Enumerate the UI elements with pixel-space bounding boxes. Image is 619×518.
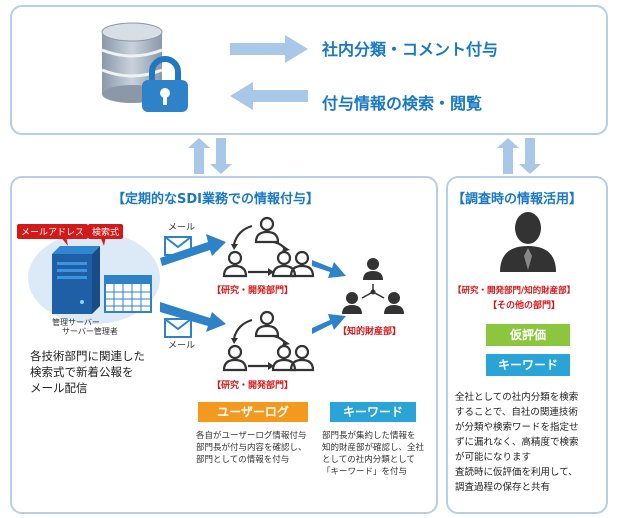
group-top-label: 【研究・開発部門】 xyxy=(212,286,294,296)
user-log-desc-line: 部門としての情報を付与 xyxy=(196,455,290,465)
right-dept-line-1: 【研究・開発部門/知的財産部】 xyxy=(453,286,576,296)
user-icon xyxy=(222,344,248,372)
right-description: 全社としての社内分類を検索 することで、自社の関連技術 が分類や検索ワードを指定… xyxy=(455,390,579,495)
user-log-desc-line: 各自がユーザーログ情報付与 xyxy=(196,431,307,441)
keyword-badge-right: キーワード xyxy=(486,354,570,376)
right-panel-title: 【調査時の情報活用】 xyxy=(452,192,583,207)
lock-icon xyxy=(142,56,188,112)
right-desc-line: 全社としての社内分類を検索 xyxy=(455,392,579,403)
user-icon xyxy=(271,250,297,278)
server-icon xyxy=(52,246,100,314)
user-log-desc-line: 部門長が付与内容を確認し、 xyxy=(196,443,307,453)
user-icon xyxy=(289,344,315,372)
right-desc-line: が分類や検索ワードを指定せ xyxy=(455,422,579,433)
user-log-badge: ユーザーログ xyxy=(198,402,308,422)
user-icon xyxy=(342,292,362,314)
keyword-badge-left: キーワード xyxy=(330,402,416,422)
keyword-desc-line: 「キーワード」を付与 xyxy=(322,467,408,477)
ip-dept-label: 【知的財産部】 xyxy=(338,327,402,337)
connector-arrow-right xyxy=(497,138,541,174)
flow-out-label: 社内分類・コメント付与 xyxy=(322,40,499,59)
tag-email-address: メールアドレス xyxy=(17,224,89,239)
mail-arrow-bottom xyxy=(160,302,226,332)
mail-arrow-top xyxy=(160,234,226,266)
user-log-description: 各自がユーザーログ情報付与 部門長が付与内容を確認し、 部門としての情報を付与 xyxy=(196,430,307,466)
right-desc-line: することで、自社の関連技術 xyxy=(455,407,578,418)
group-bottom-label: 【研究・開発部門】 xyxy=(212,381,294,391)
keyword-desc-line: 部門長が集約した情報を xyxy=(322,431,416,441)
server-label-1: 管理サーバー xyxy=(52,318,100,327)
arrow-to-ip-top xyxy=(312,260,346,278)
server-description: 各技術部門に関連した 検索式で新着公報を メール配信 xyxy=(30,348,145,396)
user-icon xyxy=(222,250,248,278)
user-icon xyxy=(289,250,315,278)
user-cycle-bottom xyxy=(222,310,315,372)
right-desc-line: 調査過程の保存と共有 xyxy=(455,482,551,493)
keyword-description: 部門長が集約した情報を 知的財産部が確認し、全社 としての社内分類として 「キー… xyxy=(322,430,424,478)
mail-label-bottom: メール xyxy=(168,341,196,351)
flow-in-label: 付与情報の検索・閲覧 xyxy=(322,94,483,113)
user-icon xyxy=(363,258,383,280)
user-icon xyxy=(254,310,280,338)
flow-out-arrow xyxy=(230,35,308,63)
arrow-to-ip-bottom xyxy=(312,314,346,334)
user-cycle-top xyxy=(222,216,315,278)
server-description-line: 各技術部門に関連した xyxy=(30,349,145,363)
user-icon xyxy=(254,216,280,244)
mail-label-top: メール xyxy=(168,223,196,233)
ip-dept-icon xyxy=(342,258,404,314)
flow-in-arrow xyxy=(230,82,308,110)
provisional-eval-badge: 仮評価 xyxy=(486,324,570,346)
server-description-line: メール配信 xyxy=(30,381,88,395)
right-desc-line: が可能になります xyxy=(455,452,532,463)
user-icon xyxy=(500,212,556,272)
right-dept-line-2: 【その他の部門】 xyxy=(488,301,561,311)
user-icon xyxy=(271,344,297,372)
server-label-2: サーバー管理者 xyxy=(62,327,118,336)
user-icon xyxy=(384,292,404,314)
calendar-icon xyxy=(104,275,152,313)
keyword-desc-line: としての社内分類として xyxy=(322,455,415,465)
mail-icon xyxy=(164,318,192,338)
right-desc-line: ずに漏れなく、高精度で検索 xyxy=(455,437,579,448)
connector-arrow-left xyxy=(188,138,232,174)
keyword-desc-line: 知的財産部が確認し、全社 xyxy=(322,443,425,453)
left-panel-title: 【定期的なSDI業務での情報付与】 xyxy=(112,192,319,207)
server-description-line: 検索式で新着公報を xyxy=(30,365,134,379)
right-desc-line: 査読時に仮評価を利用して、 xyxy=(455,467,578,478)
tag-pointers xyxy=(60,236,106,246)
tag-search-formula: 検索式 xyxy=(88,224,124,239)
